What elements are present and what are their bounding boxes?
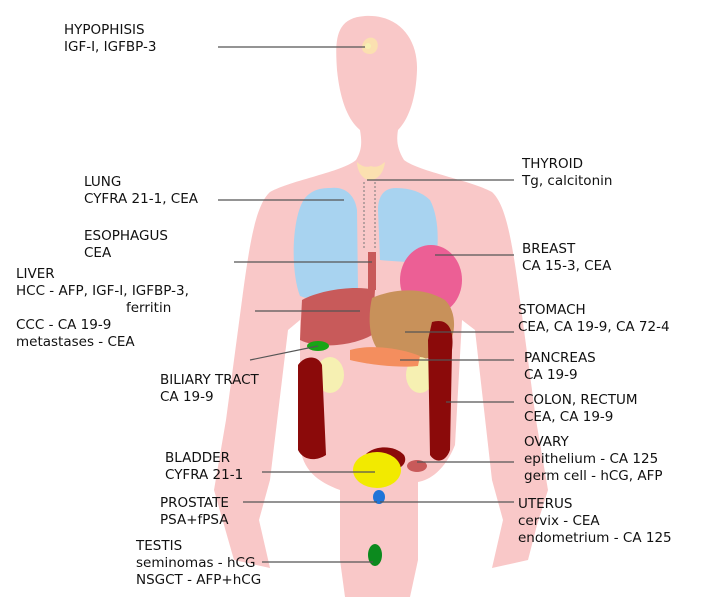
label-uterus-line-1: endometrium - CA 125 [518,530,672,547]
label-lung: LUNG CYFRA 21-1, CEA [84,174,198,208]
label-biliary-tract-line: CA 19-9 [160,389,259,406]
label-colon-rectum-line: CEA, CA 19-9 [524,409,638,426]
label-bladder: BLADDER CYFRA 21-1 [165,450,243,484]
label-liver-line-0: HCC - AFP, IGF-I, IGFBP-3, [16,283,189,300]
label-testis-line-1: NSGCT - AFP+hCG [136,572,261,589]
label-liver: LIVER HCC - AFP, IGF-I, IGFBP-3, ferriti… [16,266,189,351]
label-bladder-title: BLADDER [165,450,243,467]
label-testis-title: TESTIS [136,538,261,555]
label-esophagus: ESOPHAGUS CEA [84,228,168,262]
label-stomach: STOMACH CEA, CA 19-9, CA 72-4 [518,302,670,336]
label-hypophisis-line: IGF-I, IGFBP-3 [64,39,156,56]
label-ovary-line-1: germ cell - hCG, AFP [524,468,662,485]
label-biliary-tract-title: BILIARY TRACT [160,372,259,389]
label-uterus-title: UTERUS [518,496,672,513]
label-testis: TESTIS seminomas - hCG NSGCT - AFP+hCG [136,538,261,589]
label-uterus: UTERUS cervix - CEA endometrium - CA 125 [518,496,672,547]
label-biliary-tract: BILIARY TRACT CA 19-9 [160,372,259,406]
label-breast-line: CA 15-3, CEA [522,258,611,275]
label-liver-line-3: metastases - CEA [16,334,189,351]
label-colon-rectum: COLON, RECTUM CEA, CA 19-9 [524,392,638,426]
label-colon-rectum-title: COLON, RECTUM [524,392,638,409]
label-stomach-title: STOMACH [518,302,670,319]
label-esophagus-title: ESOPHAGUS [84,228,168,245]
label-ovary: OVARY epithelium - CA 125 germ cell - hC… [524,434,662,485]
label-esophagus-line: CEA [84,245,168,262]
label-thyroid-line: Tg, calcitonin [522,173,612,190]
label-ovary-line-0: epithelium - CA 125 [524,451,662,468]
label-breast-title: BREAST [522,241,611,258]
label-pancreas-line: CA 19-9 [524,367,596,384]
testis-organ [368,544,382,566]
label-thyroid: THYROID Tg, calcitonin [522,156,612,190]
label-hypophisis: HYPOPHISIS IGF-I, IGFBP-3 [64,22,156,56]
label-uterus-line-0: cervix - CEA [518,513,672,530]
label-prostate-title: PROSTATE [160,495,229,512]
label-pancreas-title: PANCREAS [524,350,596,367]
label-testis-line-0: seminomas - hCG [136,555,261,572]
label-stomach-line: CEA, CA 19-9, CA 72-4 [518,319,670,336]
label-ovary-title: OVARY [524,434,662,451]
label-thyroid-title: THYROID [522,156,612,173]
right-lung [294,188,358,300]
label-breast: BREAST CA 15-3, CEA [522,241,611,275]
bladder-organ [353,452,401,488]
label-lung-line: CYFRA 21-1, CEA [84,191,198,208]
label-pancreas: PANCREAS CA 19-9 [524,350,596,384]
pituitary-stalk [365,43,371,49]
label-liver-line-1: ferritin [16,300,189,317]
label-prostate: PROSTATE PSA+fPSA [160,495,229,529]
label-bladder-line: CYFRA 21-1 [165,467,243,484]
label-prostate-line: PSA+fPSA [160,512,229,529]
label-hypophisis-title: HYPOPHISIS [64,22,156,39]
label-lung-title: LUNG [84,174,198,191]
liver-organ [300,288,375,345]
label-liver-line-2: CCC - CA 19-9 [16,317,189,334]
esophagus-organ [368,252,376,290]
label-liver-title: LIVER [16,266,189,283]
